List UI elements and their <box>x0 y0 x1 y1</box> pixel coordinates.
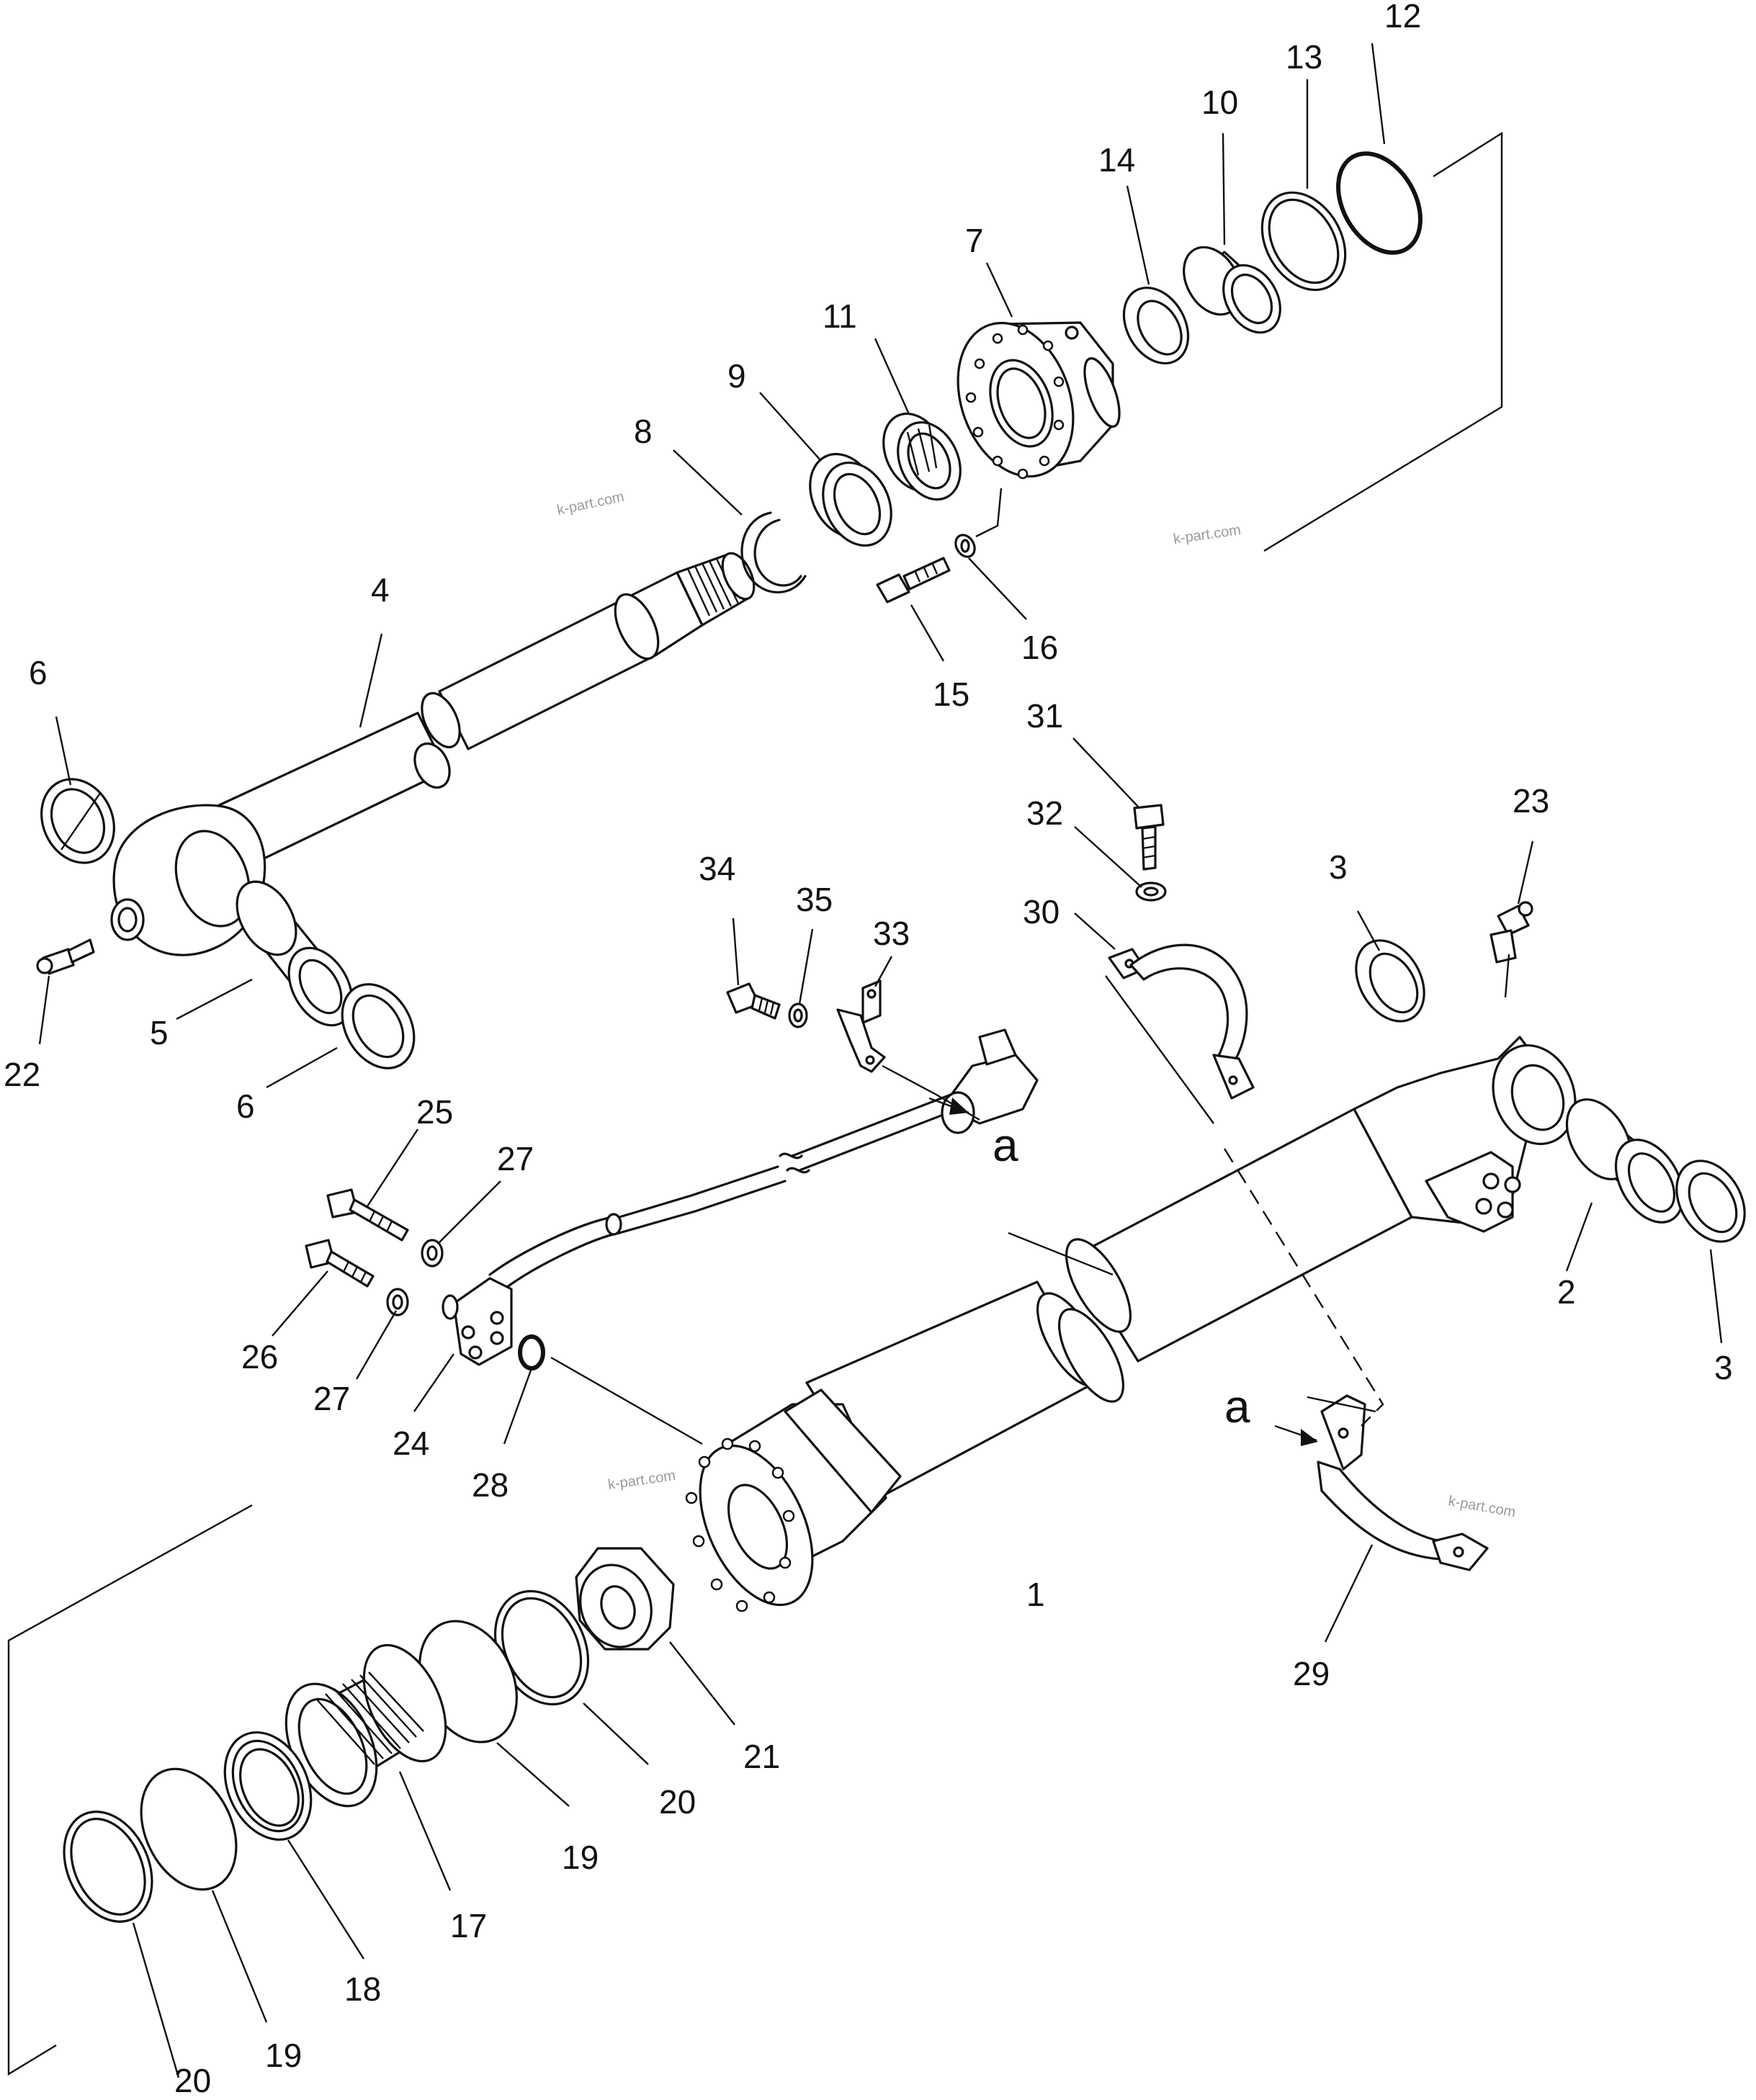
callout-27-lower: 27 <box>313 1380 350 1417</box>
part-11-bearing <box>882 412 962 501</box>
watermark-text: k-part.com <box>1447 1493 1517 1520</box>
view-marker-a-lower: a <box>1224 1381 1250 1432</box>
part-16-washer <box>954 534 976 558</box>
part-5-bushing <box>236 880 354 1027</box>
callout-labels: 1 2 3 3 4 5 6 6 7 8 9 10 11 12 13 14 15 … <box>4 0 1733 2099</box>
callout-23: 23 <box>1513 782 1549 820</box>
callout-32: 32 <box>1026 794 1063 832</box>
part-7-cylinder-head <box>957 321 1121 480</box>
part-17-piston <box>285 1643 447 1808</box>
part-22-grease-fitting <box>36 938 95 975</box>
watermark-text: k-part.com <box>607 1468 677 1493</box>
part-2-bushing <box>1565 1098 1685 1224</box>
callout-8: 8 <box>634 413 653 450</box>
callout-26: 26 <box>241 1338 278 1376</box>
view-arrows <box>928 1097 1318 1446</box>
callout-1: 1 <box>1026 1576 1045 1613</box>
part-9-bearing <box>809 452 892 547</box>
part-34-bolt <box>726 982 781 1020</box>
part-8-snap-ring <box>740 511 807 593</box>
callout-19-upper: 19 <box>562 1839 599 1876</box>
part-26-bolt <box>305 1239 375 1288</box>
callout-7: 7 <box>965 222 984 259</box>
cylinder-tube <box>685 1036 1577 1612</box>
callout-21: 21 <box>743 1738 780 1775</box>
callout-20-lower: 20 <box>174 2062 211 2096</box>
part-35-washer <box>788 1002 808 1028</box>
part-21-nut <box>575 1547 675 1651</box>
callout-27-upper: 27 <box>497 1140 534 1177</box>
callout-35: 35 <box>796 881 833 918</box>
part-31-bolt <box>1133 804 1165 871</box>
callout-3-upper: 3 <box>1329 848 1348 886</box>
callout-11: 11 <box>823 297 857 335</box>
part-27-washer-upper <box>421 1239 444 1267</box>
callout-18: 18 <box>344 1970 381 2008</box>
part-28-o-ring <box>518 1334 545 1370</box>
callout-5: 5 <box>150 1014 169 1051</box>
assembly-lines <box>7 131 1510 2076</box>
piston-rod <box>110 552 756 956</box>
part-3-dust-seal-lower <box>1675 1159 1746 1243</box>
part-32-washer <box>1135 881 1167 902</box>
callout-14: 14 <box>1098 141 1135 179</box>
part-6-dust-seal-upper <box>40 778 115 864</box>
callout-15: 15 <box>933 676 969 713</box>
callout-20-upper: 20 <box>659 1783 696 1821</box>
leader-lines <box>38 42 1723 2078</box>
part-6-dust-seal-lower <box>341 983 416 1069</box>
callout-16: 16 <box>1021 629 1058 666</box>
callout-4: 4 <box>371 571 390 609</box>
callout-29: 29 <box>1293 1655 1330 1692</box>
callout-24: 24 <box>393 1424 429 1462</box>
part-33-clamp <box>836 979 886 1073</box>
part-13-backup-ring <box>1260 191 1347 292</box>
callout-3-lower: 3 <box>1714 1349 1733 1386</box>
callout-19-lower: 19 <box>265 2037 302 2074</box>
part-20-ring-lower <box>63 1810 153 1923</box>
callout-6-upper: 6 <box>29 654 48 691</box>
part-30-clamp <box>1108 943 1255 1100</box>
callout-17: 17 <box>450 1907 487 1944</box>
watermark-text: k-part.com <box>1173 522 1242 547</box>
callout-34: 34 <box>699 850 735 887</box>
callout-33: 33 <box>873 915 910 952</box>
callout-13: 13 <box>1286 38 1322 76</box>
callout-25: 25 <box>416 1093 453 1131</box>
callout-12: 12 <box>1384 0 1421 35</box>
callout-30: 30 <box>1023 893 1060 930</box>
callout-10: 10 <box>1201 84 1238 121</box>
part-14-seal <box>1122 286 1190 365</box>
part-23-grease-fitting <box>1490 901 1533 964</box>
part-3-dust-seal-upper <box>1355 939 1425 1023</box>
part-12-o-ring <box>1336 151 1423 255</box>
part-25-bolt <box>326 1188 409 1242</box>
callout-31: 31 <box>1026 697 1063 735</box>
watermark-text: k-part.com <box>555 489 625 519</box>
callout-9: 9 <box>727 357 746 395</box>
callout-22: 22 <box>4 1056 40 1093</box>
callout-6-lower: 6 <box>236 1087 255 1125</box>
part-29-clamp <box>1317 1394 1489 1571</box>
part-27-washer-lower <box>386 1288 409 1316</box>
hose-assembly <box>442 1028 1039 1366</box>
part-19-ring-lower <box>140 1767 238 1891</box>
part-18-ring <box>223 1731 313 1841</box>
part-10-bushing <box>1183 246 1281 334</box>
view-marker-a-upper: a <box>993 1119 1018 1171</box>
part-15-bolt <box>876 557 951 603</box>
callout-2: 2 <box>1557 1273 1576 1311</box>
callout-28: 28 <box>472 1466 509 1504</box>
